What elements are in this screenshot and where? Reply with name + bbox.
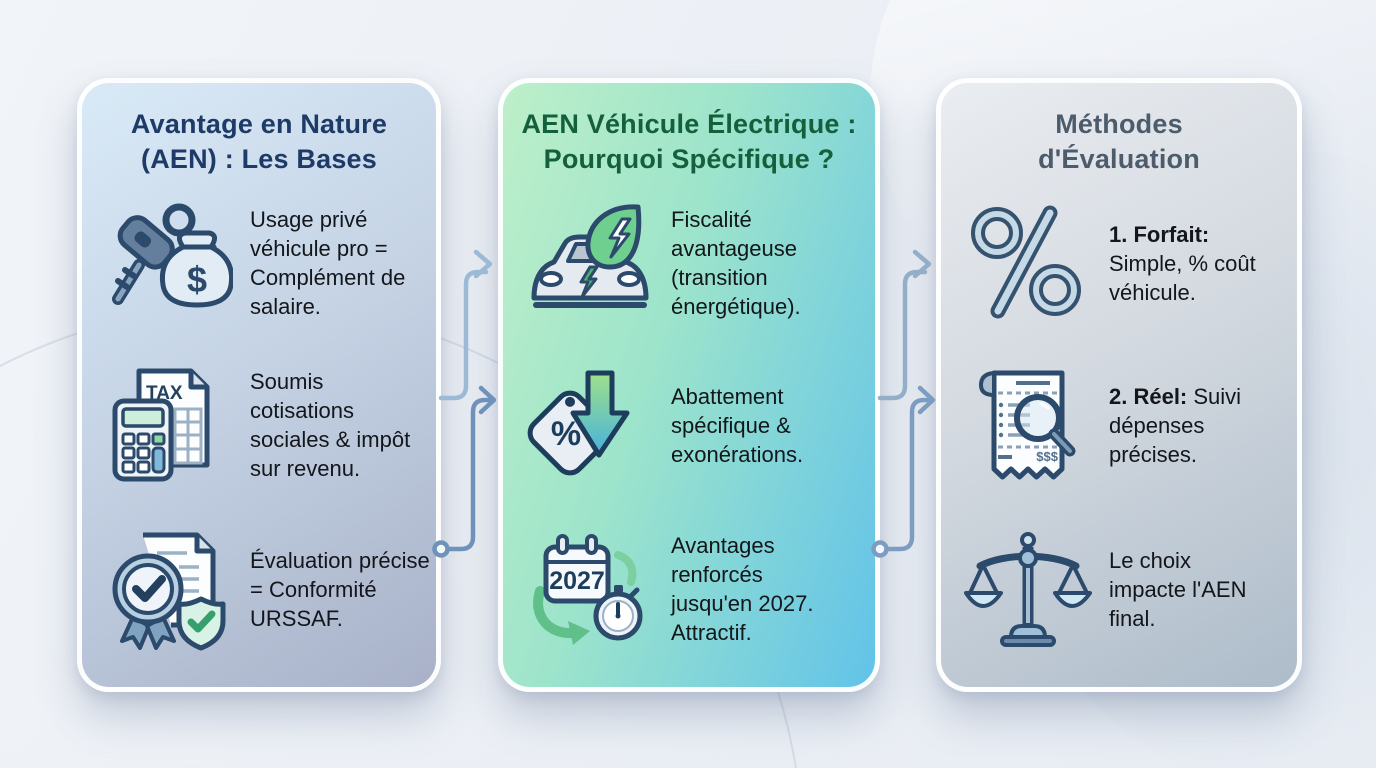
card-aen-bases-title: Avantage en Nature (AEN) : Les Bases xyxy=(90,107,428,177)
connector-arrow-2-bottom xyxy=(871,385,936,558)
title-line: (AEN) : Les Bases xyxy=(141,144,377,174)
list-item: $$$ 2. Réel: Suivi dépenses précises. xyxy=(947,345,1293,505)
title-line: d'Évaluation xyxy=(1038,144,1200,174)
list-item: % Abattement spécifique & exonérations. xyxy=(509,345,871,505)
card-aen-bases: Avantage en Nature (AEN) : Les Bases $ xyxy=(77,78,441,692)
dollar-glyph: $ xyxy=(187,259,207,300)
list-item: Évaluation précise = Conformité URSSAF. xyxy=(88,507,432,671)
title-line: Méthodes xyxy=(1055,109,1183,139)
list-item: $ Usage privé véhicule pro = Complément … xyxy=(88,183,432,343)
receipt-amount: $$$ xyxy=(1036,449,1058,464)
item-text: Fiscalité avantageuse (transition énergé… xyxy=(671,207,801,319)
calendar-2027-stopwatch-icon: 2027 xyxy=(509,525,671,653)
item-text: Soumis cotisations sociales & impôt sur … xyxy=(250,369,411,481)
connector-arrow-2-top xyxy=(877,249,932,401)
percent-icon xyxy=(947,199,1109,327)
card-aen-vehicule-electrique-title: AEN Véhicule Électrique : Pourquoi Spéci… xyxy=(511,107,867,177)
certificate-ribbon-shield-icon xyxy=(88,525,250,653)
balance-scales-icon xyxy=(947,525,1109,653)
list-item: Fiscalité avantageuse (transition énergé… xyxy=(509,183,871,343)
item-text: Évaluation précise = Conformité URSSAF. xyxy=(250,547,430,631)
title-line: Pourquoi Spécifique ? xyxy=(543,144,835,174)
item-text: Avantages renforcés jusqu'en 2027. Attra… xyxy=(671,533,814,645)
list-item: 1. Forfait: Simple, % coût véhicule. xyxy=(947,183,1293,343)
key-money-bag-icon: $ xyxy=(88,199,250,327)
card-methodes-evaluation: Méthodes d'Évaluation 1. Forfait: Simple… xyxy=(936,78,1302,692)
title-line: AEN Véhicule Électrique : xyxy=(521,109,857,139)
card-methodes-evaluation-title: Méthodes d'Évaluation xyxy=(949,107,1289,177)
tax-calculator-icon: TAX xyxy=(88,361,250,489)
electric-car-leaf-icon xyxy=(509,199,671,327)
item-text: Usage privé véhicule pro = Complément de… xyxy=(250,207,406,319)
calendar-year: 2027 xyxy=(549,567,605,595)
item-text: 1. Forfait: Simple, % coût véhicule. xyxy=(1109,221,1256,305)
list-item: 2027 Avantages renforcés jusqu'en 2027. … xyxy=(509,507,871,671)
list-item: Le choix impacte l'AEN final. xyxy=(947,507,1293,671)
list-item: TAX Soum xyxy=(88,345,432,505)
receipt-magnifier-icon: $$$ xyxy=(947,361,1109,489)
discount-tag-down-arrow-icon: % xyxy=(509,361,671,489)
title-line: Avantage en Nature xyxy=(130,109,388,139)
item-text: Le choix impacte l'AEN final. xyxy=(1109,547,1247,631)
card-aen-vehicule-electrique: AEN Véhicule Électrique : Pourquoi Spéci… xyxy=(498,78,880,692)
item-text: Abattement spécifique & exonérations. xyxy=(671,383,804,467)
item-text: 2. Réel: Suivi dépenses précises. xyxy=(1109,383,1242,467)
